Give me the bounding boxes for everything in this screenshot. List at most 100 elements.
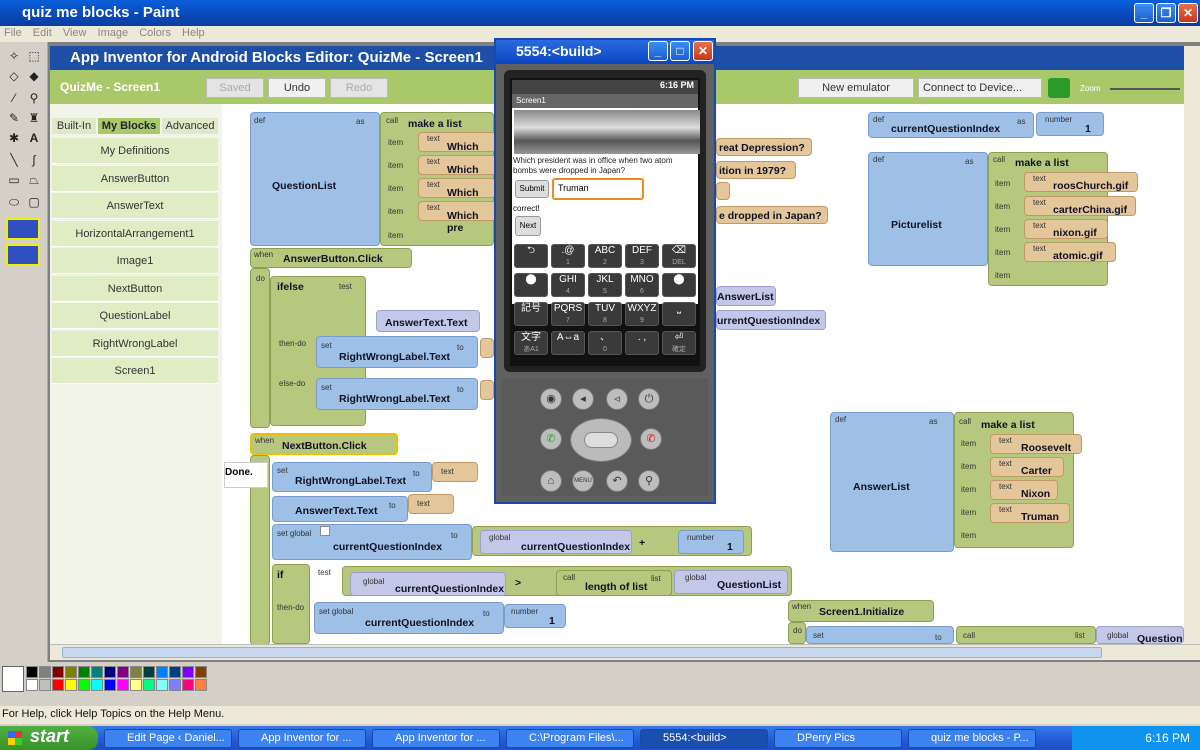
text-socket[interactable]: [480, 380, 494, 400]
color-swatch[interactable]: [104, 679, 116, 691]
answertext-getter[interactable]: AnswerText.Text: [376, 310, 480, 332]
transparent-option-icon[interactable]: [6, 218, 40, 240]
color-swatch[interactable]: [169, 679, 181, 691]
keypad-key[interactable]: .@1: [551, 244, 585, 268]
question-text-tail[interactable]: ition in 1979?: [716, 161, 796, 179]
menu-button[interactable]: MENU: [572, 470, 594, 492]
color-swatch[interactable]: [39, 679, 51, 691]
power-button[interactable]: ⏻: [638, 388, 660, 410]
color-swatch[interactable]: [91, 666, 103, 678]
color-swatch[interactable]: [195, 666, 207, 678]
color-swatch[interactable]: [117, 666, 129, 678]
end-call-button[interactable]: ✆: [640, 428, 662, 450]
tab-advanced[interactable]: Advanced: [162, 118, 218, 134]
zoom-slider[interactable]: [1110, 88, 1180, 90]
color-swatch[interactable]: [156, 666, 168, 678]
menu-edit[interactable]: Edit: [32, 27, 52, 39]
keypad-key[interactable]: A⇔a: [551, 331, 585, 355]
color-swatch[interactable]: [130, 679, 142, 691]
keypad-key[interactable]: 文字あA1: [514, 331, 548, 355]
submit-button[interactable]: Submit: [515, 180, 549, 198]
color-swatch[interactable]: [26, 679, 38, 691]
undo-button[interactable]: Undo: [268, 78, 326, 98]
airbrush-icon[interactable]: ✱: [8, 131, 20, 145]
question-text-tail[interactable]: reat Depression?: [716, 138, 812, 156]
task-program-files[interactable]: C:\Program Files\...: [506, 729, 634, 748]
answer-input[interactable]: Truman: [552, 178, 644, 200]
task-dperry-pics[interactable]: DPerry Pics: [774, 729, 902, 748]
maximize-button[interactable]: ❐: [1156, 3, 1176, 23]
task-app-inventor-2[interactable]: App Inventor for ...: [372, 729, 500, 748]
task-emulator[interactable]: 5554:<build>: [640, 729, 768, 748]
scroll-thumb[interactable]: [62, 647, 1102, 658]
color-swatch[interactable]: [78, 679, 90, 691]
keypad-key[interactable]: ⎵: [662, 302, 696, 326]
line-icon[interactable]: ╲: [10, 153, 18, 167]
picker-icon[interactable]: ⁄: [12, 91, 15, 105]
curve-icon[interactable]: ∫: [32, 153, 36, 167]
free-select-icon[interactable]: ✧: [8, 49, 20, 63]
keypad-key[interactable]: 記号: [514, 302, 548, 326]
menu-view[interactable]: View: [62, 27, 87, 39]
palette-image1[interactable]: Image1: [52, 248, 218, 274]
keypad-key[interactable]: ⏎確定: [662, 331, 696, 355]
opaque-option-icon[interactable]: [6, 244, 40, 266]
polygon-icon[interactable]: ⏢: [29, 173, 39, 187]
palette-nextbutton[interactable]: NextButton: [52, 276, 218, 302]
color-swatch[interactable]: [104, 666, 116, 678]
comment-icon[interactable]: [320, 526, 330, 536]
brush-icon[interactable]: ♜: [28, 111, 40, 125]
vertical-scrollbar[interactable]: [1184, 46, 1200, 644]
menu-image[interactable]: Image: [97, 27, 129, 39]
eraser-icon[interactable]: ◇: [9, 69, 19, 83]
ellipse-icon[interactable]: ⬭: [8, 195, 20, 209]
color-swatch[interactable]: [143, 666, 155, 678]
new-emulator-button[interactable]: New emulator: [798, 78, 914, 98]
menu-help[interactable]: Help: [182, 27, 205, 39]
color-swatch[interactable]: [52, 679, 64, 691]
tab-built-in[interactable]: Built-In: [52, 118, 96, 134]
pencil-icon[interactable]: ✎: [8, 111, 20, 125]
dpad-center-button[interactable]: [584, 432, 618, 448]
connect-device-select[interactable]: Connect to Device...: [918, 78, 1042, 98]
question-text-tail[interactable]: [716, 182, 730, 200]
color-swatch[interactable]: [182, 679, 194, 691]
color-swatch[interactable]: [26, 666, 38, 678]
task-app-inventor-1[interactable]: App Inventor for ...: [238, 729, 366, 748]
rectangle-icon[interactable]: ▭: [8, 173, 20, 187]
keypad-key[interactable]: ⮌: [514, 244, 548, 268]
emu-close-button[interactable]: ✕: [693, 41, 713, 61]
rect-select-icon[interactable]: ⬚: [28, 49, 40, 63]
palette-answertext[interactable]: AnswerText: [52, 193, 218, 219]
text-socket[interactable]: [480, 338, 494, 358]
menu-colors[interactable]: Colors: [139, 27, 171, 39]
minimize-button[interactable]: _: [1134, 3, 1154, 23]
task-paint[interactable]: quiz me blocks - P...: [908, 729, 1036, 748]
color-swatch[interactable]: [78, 666, 90, 678]
